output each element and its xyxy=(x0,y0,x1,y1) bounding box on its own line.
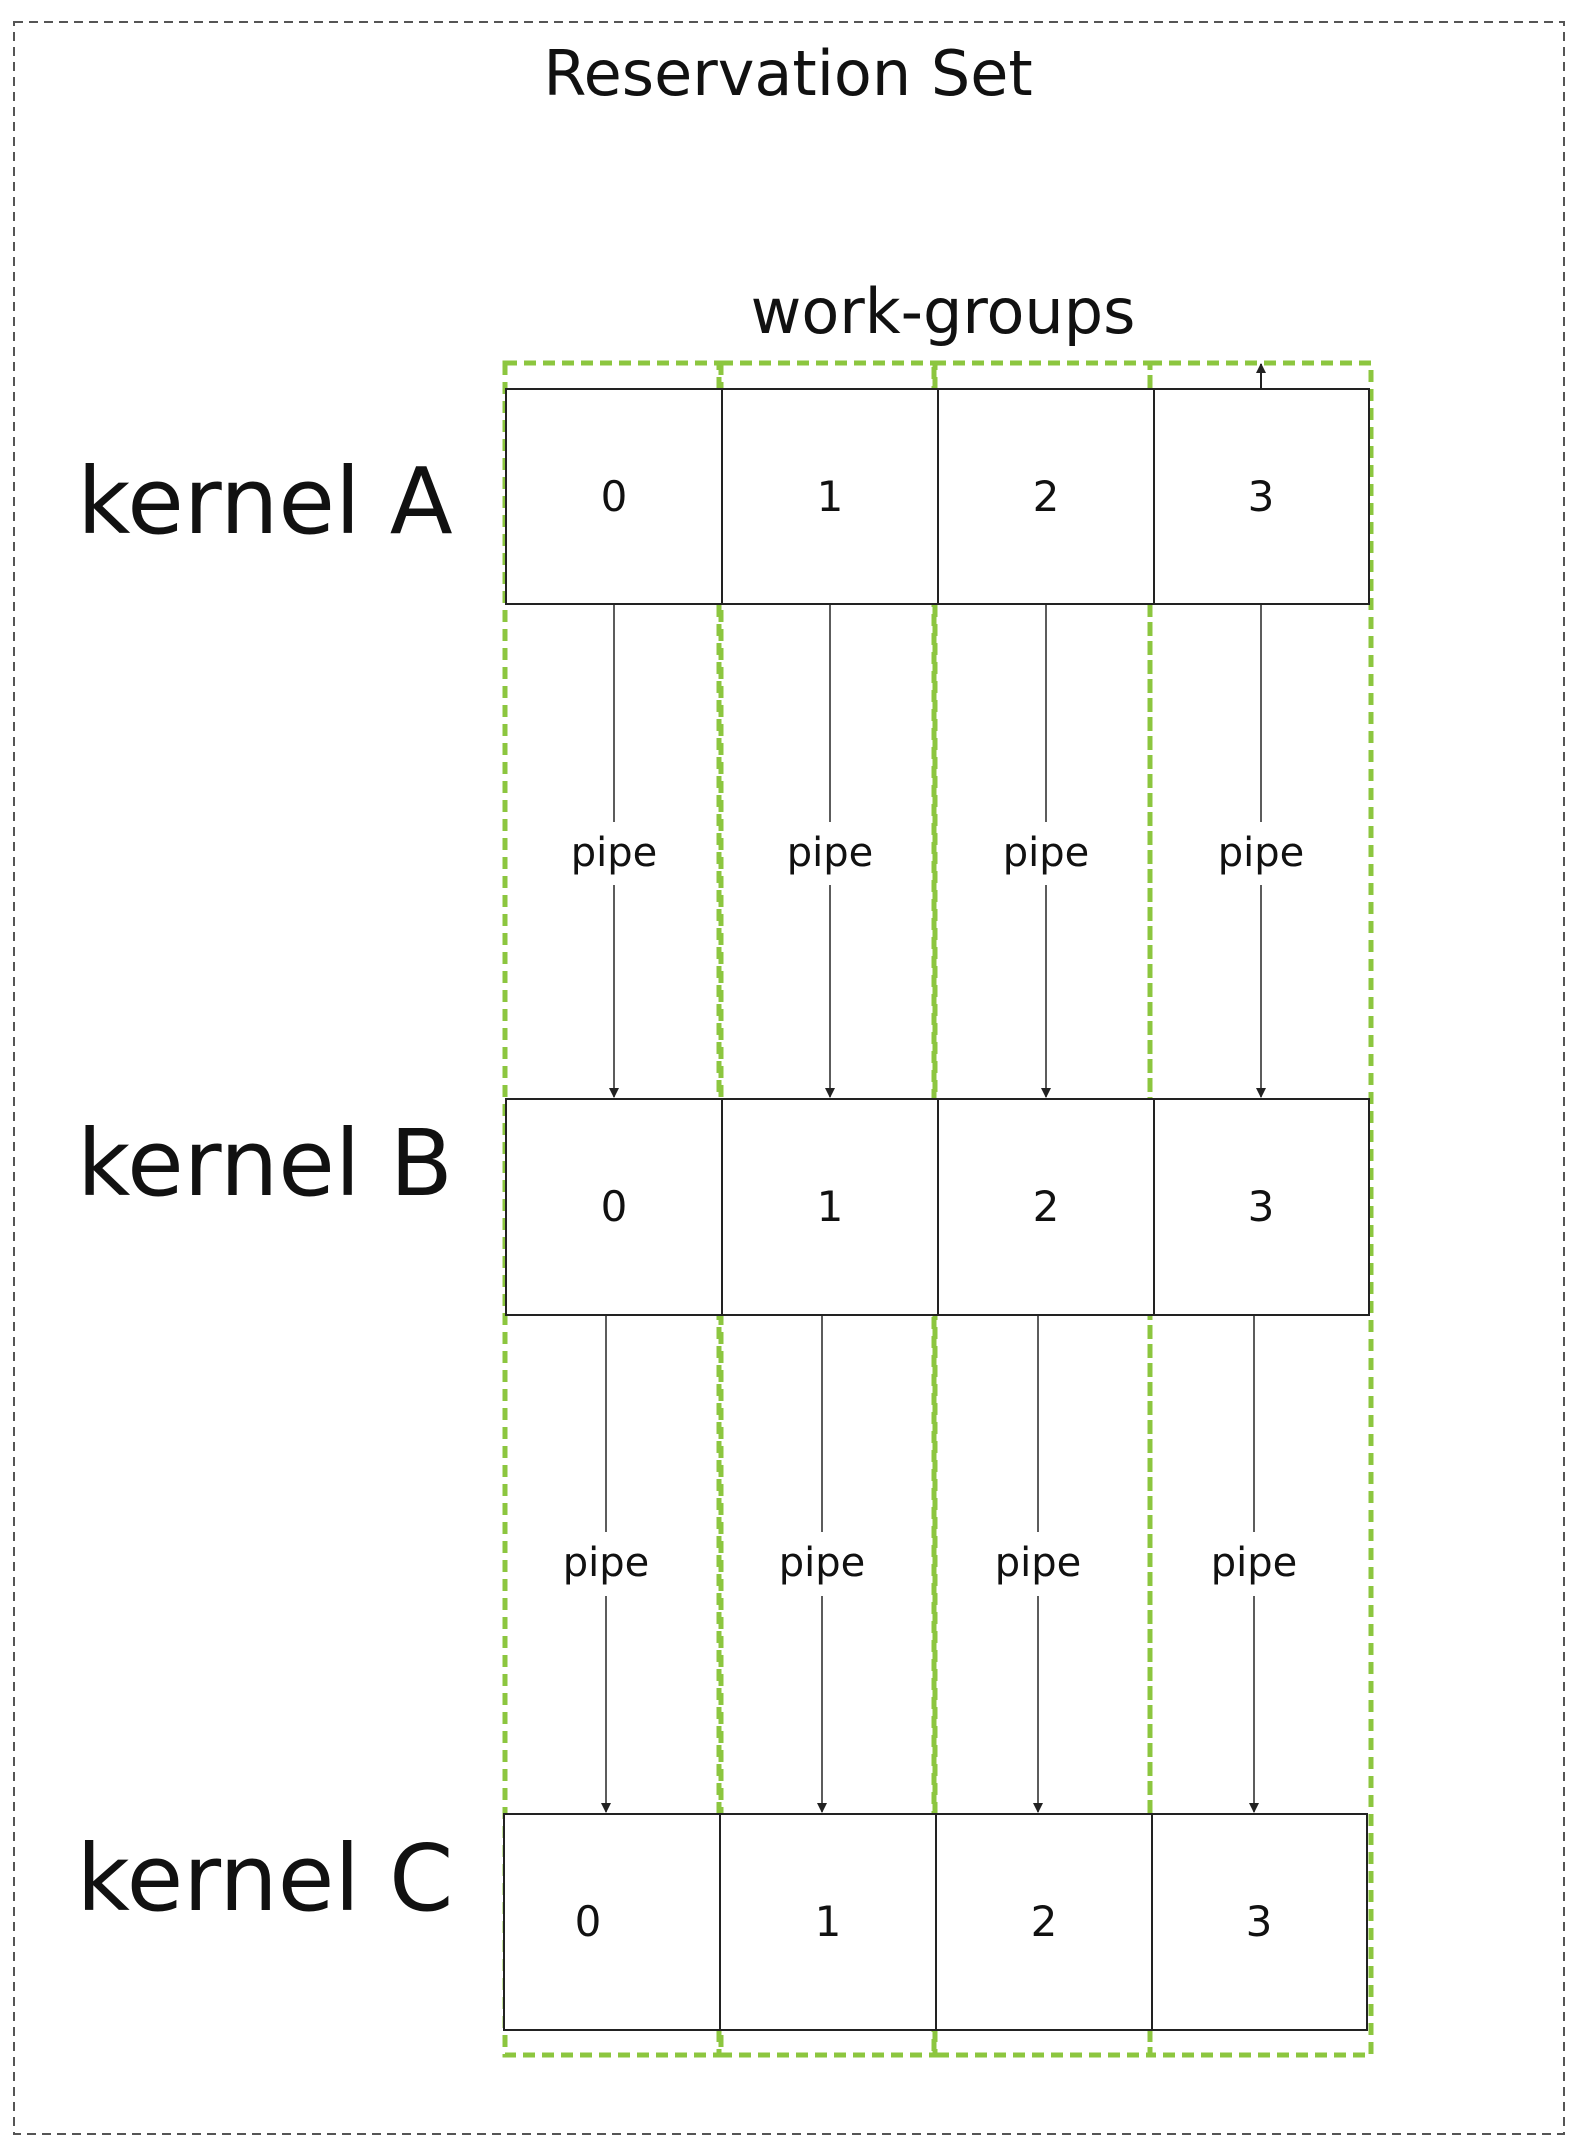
kernel-b-workgroup-2-label: 2 xyxy=(1033,1182,1060,1231)
pipe-bc-0-label: pipe xyxy=(563,1540,650,1586)
pipe-bc-1-label: pipe xyxy=(779,1540,866,1586)
kernel-a-label: kernel A xyxy=(77,448,453,555)
kernel-b-row: kernel B 0 1 2 3 xyxy=(77,1098,1370,1316)
pipe-ab-3-label: pipe xyxy=(1218,830,1305,876)
kernel-c-workgroup-3-label: 3 xyxy=(1246,1897,1273,1946)
kernel-a-workgroup-2-label: 2 xyxy=(1033,472,1060,521)
work-group-3-outline xyxy=(1147,360,1374,2058)
kernel-a-workgroup-1-label: 1 xyxy=(817,472,844,521)
pipe-ab-2-label: pipe xyxy=(1003,830,1090,876)
kernel-b-workgroup-2 xyxy=(937,1098,1155,1316)
pipes-b-to-c: pipe pipe pipe pipe xyxy=(563,1316,1298,1813)
diagram-title: Reservation Set xyxy=(543,37,1032,110)
kernel-c-workgroup-1 xyxy=(719,1813,937,2031)
kernel-b-workgroup-3-label: 3 xyxy=(1248,1182,1275,1231)
kernel-a-workgroup-2 xyxy=(937,388,1155,605)
kernel-a-workgroup-1 xyxy=(721,388,939,605)
pipe-bc-3-label: pipe xyxy=(1211,1540,1298,1586)
work-groups-label: work-groups xyxy=(751,275,1136,348)
pipe-ab-0-label: pipe xyxy=(571,830,658,876)
kernel-c-label: kernel C xyxy=(77,1825,454,1932)
kernel-c-workgroup-2-label: 2 xyxy=(1031,1897,1058,1946)
kernel-c-row: kernel C 0 1 2 3 xyxy=(77,1813,1368,2031)
pipe-bc-2-label: pipe xyxy=(995,1540,1082,1586)
kernel-b-workgroup-0 xyxy=(505,1098,723,1316)
kernel-a-workgroup-0-label: 0 xyxy=(601,472,628,521)
kernel-rows: kernel A 0 1 2 3 kernel B 0 1 2 3 kernel… xyxy=(77,388,1370,2031)
kernel-c-workgroup-0 xyxy=(503,1813,721,2031)
kernel-c-workgroup-1-label: 1 xyxy=(815,1897,842,1946)
kernel-b-workgroup-3 xyxy=(1153,1098,1370,1316)
kernel-b-label: kernel B xyxy=(77,1110,453,1217)
kernel-a-workgroup-3 xyxy=(1153,388,1370,605)
kernel-c-workgroup-3 xyxy=(1151,1813,1368,2031)
kernel-a-workgroup-3-label: 3 xyxy=(1248,472,1275,521)
kernel-a-row: kernel A 0 1 2 3 xyxy=(77,388,1370,605)
kernel-c-workgroup-0-label: 0 xyxy=(575,1897,602,1946)
pipes-a-to-b: pipe pipe pipe pipe xyxy=(571,605,1305,1098)
kernel-b-workgroup-0-label: 0 xyxy=(601,1182,628,1231)
kernel-b-workgroup-1-label: 1 xyxy=(817,1182,844,1231)
pipe-ab-1-label: pipe xyxy=(787,830,874,876)
